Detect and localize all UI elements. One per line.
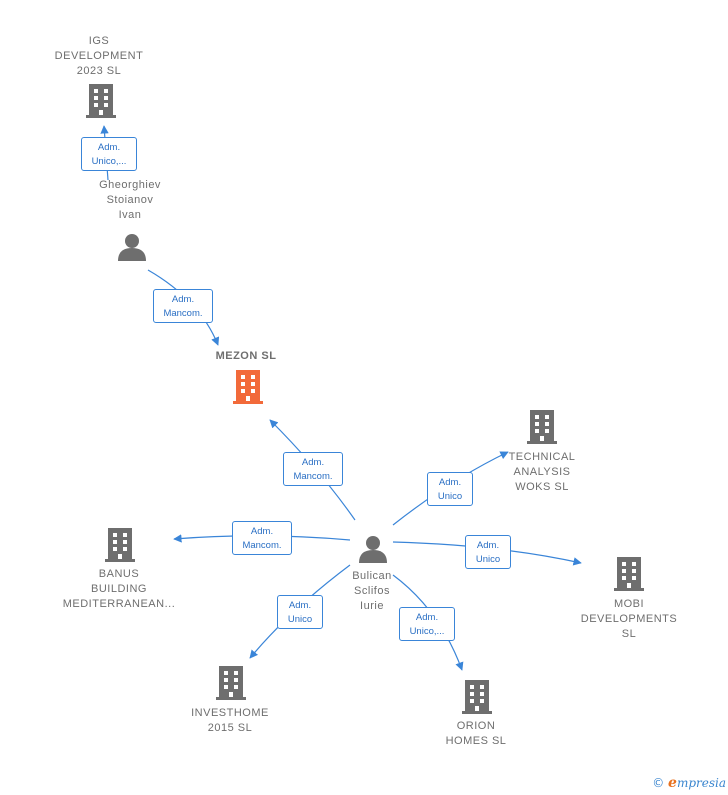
building-icon[interactable] xyxy=(86,84,116,118)
person-icon[interactable] xyxy=(359,535,387,563)
building-icon[interactable] xyxy=(462,680,492,714)
edge-label-bulican-investhome[interactable]: Adm. Unico xyxy=(277,595,323,629)
edge-label-gheorghiev-igs[interactable]: Adm. Unico,... xyxy=(81,137,137,171)
person-icon[interactable] xyxy=(118,233,146,261)
brand-logo: © empresia xyxy=(652,775,726,791)
building-icon[interactable] xyxy=(527,410,557,444)
node-label-igs[interactable]: IGS DEVELOPMENT 2023 SL xyxy=(54,35,144,77)
edge-label-bulican-technical[interactable]: Adm. Unico xyxy=(427,472,473,506)
node-label-bulican[interactable]: Bulican Sclifos Iurie xyxy=(352,570,392,612)
building-icon[interactable] xyxy=(614,557,644,591)
edge-label-gheorghiev-mezon[interactable]: Adm. Mancom. xyxy=(153,289,213,323)
building-icon[interactable] xyxy=(105,528,135,562)
edge-label-bulican-mobi[interactable]: Adm. Unico xyxy=(465,535,511,569)
brand-name: mpresia xyxy=(676,776,726,790)
edge-label-bulican-banus[interactable]: Adm. Mancom. xyxy=(232,521,292,555)
node-label-gheorghiev[interactable]: Gheorghiev Stoianov Ivan xyxy=(99,179,161,221)
copyright-icon: © xyxy=(652,776,665,790)
node-label-banus[interactable]: BANUS BUILDING MEDITERRANEAN... xyxy=(62,568,176,610)
node-label-technical[interactable]: TECHNICAL ANALYSIS WOKS SL xyxy=(508,451,576,493)
brand-first-letter: e xyxy=(668,775,677,791)
building-icon[interactable] xyxy=(216,666,246,700)
node-label-orion[interactable]: ORION HOMES SL xyxy=(445,720,507,747)
node-label-mobi[interactable]: MOBI DEVELOPMENTS SL xyxy=(580,598,678,640)
edge-label-bulican-mezon[interactable]: Adm. Mancom. xyxy=(283,452,343,486)
node-label-investhome[interactable]: INVESTHOME 2015 SL xyxy=(191,707,269,734)
edge-label-bulican-orion[interactable]: Adm. Unico,... xyxy=(399,607,455,641)
building-icon[interactable] xyxy=(233,370,263,404)
node-label-mezon[interactable]: MEZON SL xyxy=(215,350,277,362)
